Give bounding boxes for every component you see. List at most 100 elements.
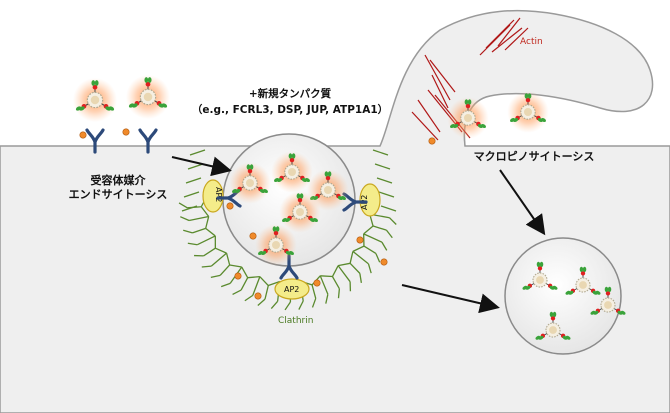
leaf-icon xyxy=(552,311,557,318)
clathrin-lattice xyxy=(178,149,397,311)
leaf-icon xyxy=(467,99,472,105)
leaf-icon xyxy=(288,153,293,159)
macropinocytosis-label: マクロピノサイトーシス xyxy=(474,150,595,163)
protein-node xyxy=(325,175,331,181)
leaf-icon xyxy=(79,106,85,111)
actin-filament xyxy=(504,27,529,51)
ap2-label-bottom: AP2 xyxy=(284,285,299,294)
receptors xyxy=(85,128,368,280)
leaf-icon xyxy=(304,177,310,183)
protein-node xyxy=(273,230,279,236)
receptor-icon xyxy=(85,128,105,154)
protein-node xyxy=(580,271,586,276)
receptor-icon xyxy=(138,128,158,154)
orange-bead xyxy=(380,258,388,266)
leaf-icon xyxy=(291,153,296,159)
leaf-icon xyxy=(327,171,332,177)
exosome-particle xyxy=(522,261,558,290)
leaf-icon xyxy=(593,310,599,315)
orange-bead xyxy=(79,131,87,139)
receptor-endocytosis-label-2: エンドサイトーシス xyxy=(69,188,168,201)
protein-node xyxy=(297,197,303,203)
clathrin-label: Clathrin xyxy=(278,316,313,326)
leaf-icon xyxy=(524,93,529,99)
orange-bead xyxy=(226,202,234,210)
leaf-icon xyxy=(277,177,283,183)
arrow-macropino-down xyxy=(499,169,546,236)
leaf-icon xyxy=(552,285,558,290)
actin-filament xyxy=(429,59,456,93)
leaf-icon xyxy=(285,217,291,223)
exosome-particle xyxy=(72,77,118,123)
protein-node xyxy=(605,291,611,296)
protein-node xyxy=(92,84,98,90)
macropinosome xyxy=(504,237,622,355)
actin-filament xyxy=(431,74,449,109)
orange-bead xyxy=(356,236,364,244)
leaf-icon xyxy=(536,261,541,268)
leaf-icon xyxy=(144,77,149,83)
leaf-icon xyxy=(275,226,280,232)
exosome-particle xyxy=(271,151,313,193)
actin-filament xyxy=(479,24,511,56)
leaf-icon xyxy=(513,117,519,123)
leaf-icon xyxy=(299,193,304,199)
ap2-label-left: AP2 xyxy=(214,187,223,202)
leaf-icon xyxy=(288,250,294,256)
actin-filament xyxy=(424,54,451,101)
arrow-to-endosome xyxy=(171,156,232,177)
leaf-icon xyxy=(340,195,346,201)
protein-node xyxy=(465,103,471,109)
leaf-icon xyxy=(324,171,329,177)
actin-filament xyxy=(497,17,521,47)
protein-node xyxy=(537,266,543,271)
leaf-icon xyxy=(272,226,277,232)
leaf-icon xyxy=(568,290,574,295)
ap2-bottom-oval xyxy=(274,278,310,300)
arrow-to-macropinosome xyxy=(401,284,500,314)
actin-filament xyxy=(485,19,515,49)
leaf-icon xyxy=(538,335,544,340)
leaf-icon xyxy=(480,123,486,129)
new-proteins-label-1: +新規タンパク質 xyxy=(249,87,332,100)
actin-filament xyxy=(491,27,523,53)
exosome-particle xyxy=(565,266,601,295)
leaf-icon xyxy=(91,80,96,86)
leaf-icon xyxy=(453,123,459,129)
leaf-icon xyxy=(108,106,115,111)
leaf-icon xyxy=(262,188,268,194)
exosome-particle xyxy=(507,91,549,133)
exosome-particle xyxy=(535,311,571,340)
actin-filament xyxy=(417,99,441,133)
actin-label: Actin xyxy=(520,37,543,47)
leaf-icon xyxy=(549,311,554,318)
leaf-icon xyxy=(620,310,626,315)
ap2-left-oval xyxy=(202,179,224,213)
leaf-icon xyxy=(312,217,318,223)
receptor-endocytosis-label-1: 受容体媒介 xyxy=(91,173,147,187)
orange-bead xyxy=(249,232,257,240)
leaf-icon xyxy=(246,164,251,170)
exosome-particle xyxy=(279,191,321,233)
exosome-particle xyxy=(229,162,271,204)
leaf-icon xyxy=(147,77,152,83)
leaf-icon xyxy=(261,250,267,256)
leaf-icon xyxy=(607,286,612,293)
protein-node xyxy=(525,97,531,103)
leaf-icon xyxy=(539,261,544,268)
leaf-icon xyxy=(527,93,532,99)
leaf-icon xyxy=(296,193,301,199)
leaf-icon xyxy=(132,103,138,108)
protein-node xyxy=(550,316,556,321)
orange-bead xyxy=(234,272,242,280)
orange-bead xyxy=(428,137,436,145)
orange-bead xyxy=(254,292,262,300)
leaf-icon xyxy=(94,80,99,86)
exosome-particle xyxy=(447,97,489,139)
leaf-icon xyxy=(161,103,168,108)
exosome-particle xyxy=(255,224,297,266)
orange-bead xyxy=(122,128,130,136)
exosome-particle xyxy=(590,286,626,315)
